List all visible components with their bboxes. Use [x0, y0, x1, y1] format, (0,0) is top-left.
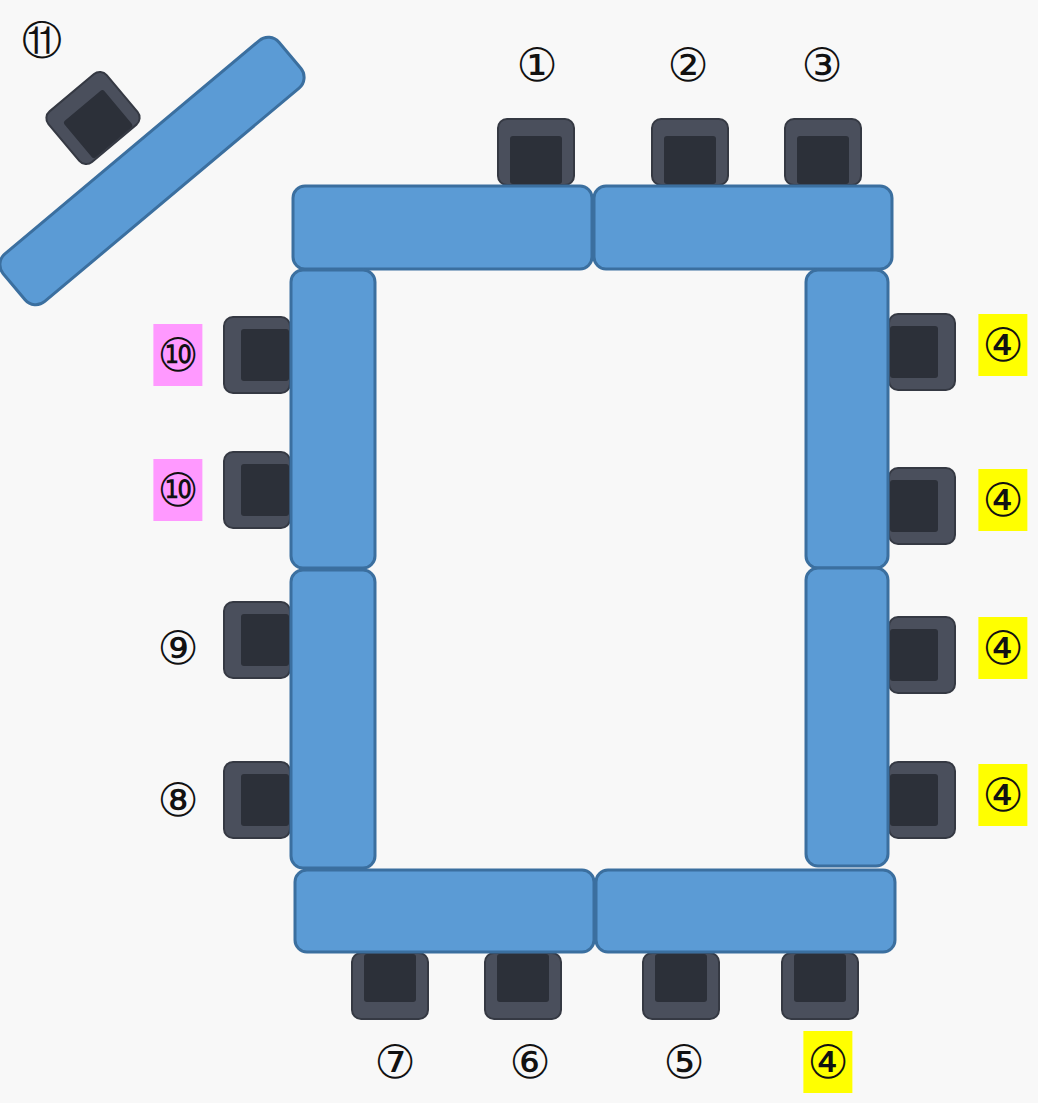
chair-frame [498, 119, 574, 185]
chair-seat [63, 89, 134, 159]
seat-number: ⑪ [18, 12, 66, 68]
chair-seat [890, 774, 938, 826]
table [291, 570, 375, 868]
chair-seat [241, 774, 289, 826]
chair-frame [224, 452, 290, 528]
seat-number: ④ [978, 764, 1027, 826]
table [594, 186, 892, 269]
seat-number: ④ [978, 469, 1027, 531]
chair-frame [652, 119, 728, 185]
chair-frame [889, 762, 955, 838]
chair [643, 953, 719, 1019]
chair-frame [224, 762, 290, 838]
chair [782, 953, 858, 1019]
tables [0, 32, 895, 952]
chair-frame [352, 953, 428, 1019]
chair [889, 468, 955, 544]
chair-seat [890, 326, 938, 378]
chair-seat [794, 954, 846, 1002]
chair-seat [364, 954, 416, 1002]
chair [485, 953, 561, 1019]
chair-frame [485, 953, 561, 1019]
chair [224, 317, 290, 393]
chair [224, 602, 290, 678]
chair [498, 119, 574, 185]
chair-frame [643, 953, 719, 1019]
chair [652, 119, 728, 185]
seat-number: ⑨ [153, 617, 202, 679]
chair [889, 314, 955, 390]
seat-number: ⑥ [505, 1031, 554, 1093]
seat-number: ② [663, 34, 712, 96]
chair [352, 953, 428, 1019]
chair [889, 762, 955, 838]
chair-seat [664, 136, 716, 184]
chair-frame [782, 953, 858, 1019]
chair [785, 119, 861, 185]
seat-number: ⑩ [153, 324, 202, 386]
chair-seat [890, 629, 938, 681]
chair-frame [889, 617, 955, 693]
seat-number: ③ [797, 34, 846, 96]
chair-seat [510, 136, 562, 184]
chair-seat [797, 136, 849, 184]
chair-seat [241, 329, 289, 381]
chair-frame [224, 602, 290, 678]
chairs [43, 68, 955, 1019]
table [0, 32, 310, 311]
chair [224, 762, 290, 838]
table [806, 270, 888, 568]
table [291, 270, 375, 568]
seat-number: ⑩ [153, 459, 202, 521]
seat-number: ① [512, 34, 561, 96]
chair-frame [224, 317, 290, 393]
table [596, 870, 895, 952]
chair-seat [497, 954, 549, 1002]
seat-number: ⑦ [370, 1031, 419, 1093]
chair-seat [241, 614, 289, 666]
chair-seat [655, 954, 707, 1002]
table [295, 870, 594, 952]
seat-number: ⑤ [659, 1031, 708, 1093]
chair-frame [889, 314, 955, 390]
seat-number: ⑧ [153, 769, 202, 831]
table [293, 186, 592, 269]
chair [889, 617, 955, 693]
chair-seat [890, 480, 938, 532]
chair-frame [889, 468, 955, 544]
seat-number: ④ [978, 314, 1027, 376]
seat-number: ④ [978, 617, 1027, 679]
chair-seat [241, 464, 289, 516]
chair [224, 452, 290, 528]
chair-frame [785, 119, 861, 185]
table [806, 568, 888, 866]
seat-number: ④ [803, 1031, 852, 1093]
